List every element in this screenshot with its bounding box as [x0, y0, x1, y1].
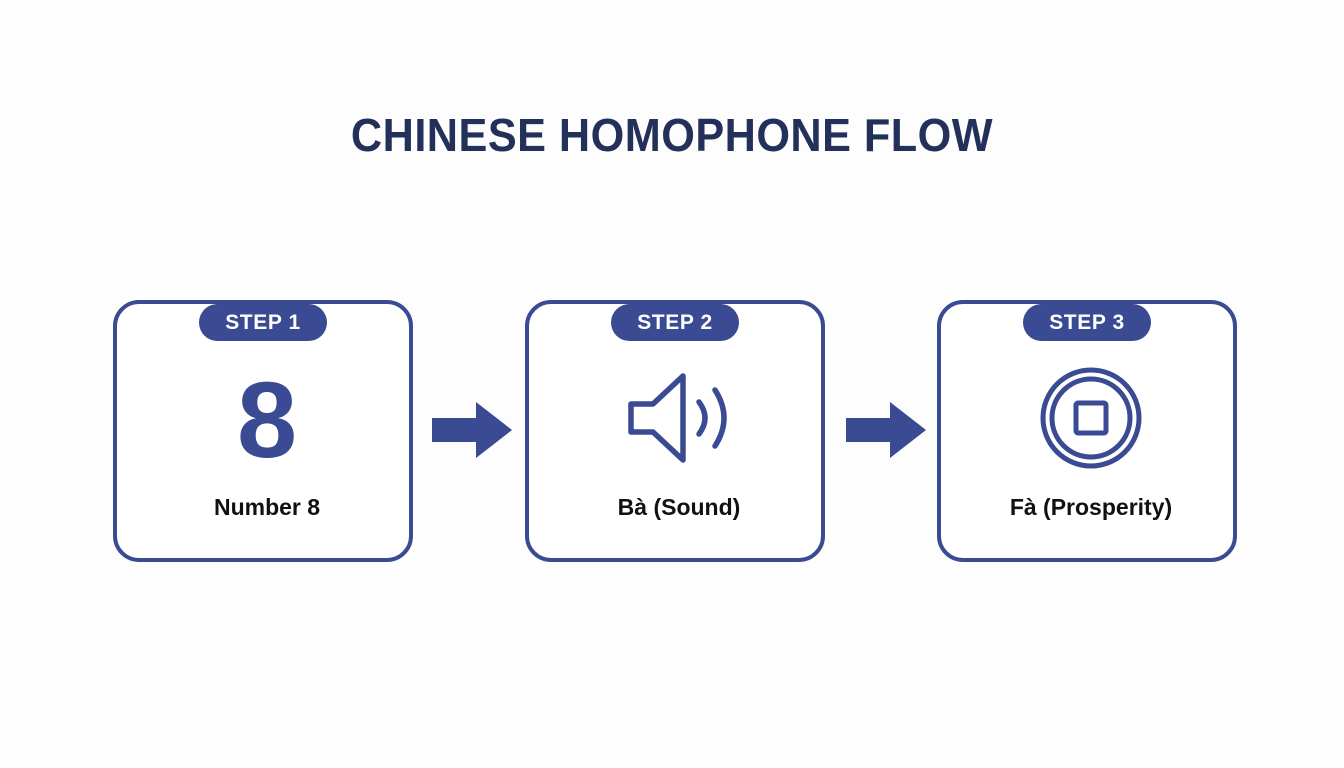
step-label-3: Fà (Prosperity) — [1009, 494, 1173, 520]
arrow-right-icon — [432, 402, 512, 458]
step-icon-3 — [941, 360, 1241, 480]
step-card-3[interactable]: STEP 3 Fà (Prosperity) — [937, 300, 1237, 562]
number-8-glyph: 8 — [236, 359, 298, 480]
chinese-coin-icon — [1039, 366, 1143, 475]
step-badge-1: STEP 1 — [199, 304, 327, 341]
step-icon-2 — [529, 360, 829, 480]
step-badge-2: STEP 2 — [611, 304, 739, 341]
arrow-right-icon — [846, 402, 926, 458]
step-card-2[interactable]: STEP 2 Bà (Sound) — [525, 300, 825, 562]
step-label-2: Bà (Sound) — [617, 494, 741, 520]
step-icon-1: 8 — [117, 360, 417, 480]
page-title: CHINESE HOMOPHONE FLOW — [350, 109, 994, 161]
step-badge-3: STEP 3 — [1023, 304, 1151, 341]
step-label-1: Number 8 — [213, 494, 321, 520]
speaker-sound-icon — [623, 366, 735, 475]
flow-row: STEP 1 8 Number 8 STEP 2 — [113, 283, 1237, 565]
step-card-1[interactable]: STEP 1 8 Number 8 — [113, 300, 413, 562]
